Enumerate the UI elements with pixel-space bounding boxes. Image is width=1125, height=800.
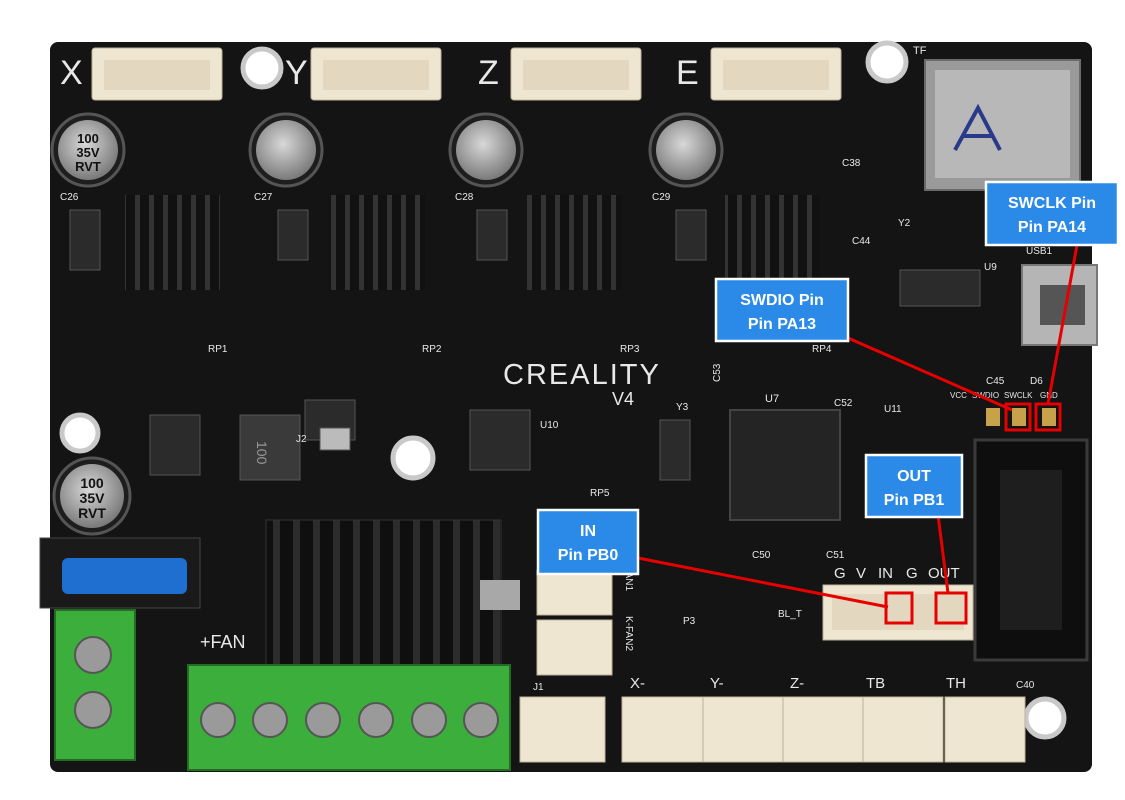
- swdio-arrow: [847, 336, 1013, 412]
- swclk-arrow: [1046, 244, 1079, 405]
- callout-out: OUT Pin PB1: [864, 453, 964, 519]
- ref-c52: C52: [834, 398, 853, 409]
- conn-label-tb: TB: [866, 675, 885, 692]
- callout-in-line1: IN: [580, 523, 596, 540]
- fan-label-2: K-FAN2: [623, 616, 634, 651]
- ref-c26: C26: [60, 192, 79, 203]
- brand-logo: CREALITY: [503, 359, 661, 391]
- conn-label-y: Y-: [710, 675, 724, 692]
- bl-pin-out: OUT: [928, 565, 960, 582]
- mosfet-heatsink: [265, 519, 502, 671]
- cap-text-6: RVT: [78, 505, 106, 521]
- chip-label-u7: U7: [765, 393, 779, 405]
- output-terminals: [187, 664, 511, 771]
- axis-label-y: Y: [285, 54, 308, 92]
- fuse: [39, 537, 201, 609]
- rp-label-3: RP3: [620, 344, 640, 355]
- chip-label-y3: Y3: [676, 402, 689, 413]
- usb-label: USB1: [1026, 246, 1053, 257]
- fan-connectors: [536, 569, 613, 676]
- swdio-pin-highlight: [1004, 402, 1032, 432]
- conn-label-x: X-: [630, 675, 645, 692]
- callout-in-line2: Pin PB0: [558, 547, 619, 564]
- capacitors: [50, 112, 724, 536]
- callout-swclk-line1: SWCLK Pin: [1008, 195, 1096, 212]
- mosfet-tab: [480, 580, 520, 610]
- ref-c45: C45: [986, 376, 1005, 387]
- ref-c51: C51: [826, 550, 845, 561]
- cap-text-5: 35V: [80, 490, 106, 506]
- chip-label-u9: U9: [984, 262, 997, 273]
- rp-label-2: RP2: [422, 344, 442, 355]
- rp-label-4: RP4: [812, 344, 832, 355]
- axis-label-x: X: [60, 54, 83, 92]
- bl-pin-v: V: [856, 565, 866, 582]
- ref-c27: C27: [254, 192, 273, 203]
- mcu-chip: [729, 409, 841, 521]
- chip-label-y2: Y2: [898, 218, 911, 229]
- cap-text-2: 35V: [76, 145, 99, 160]
- callout-swdio-line1: SWDIO Pin: [740, 292, 824, 309]
- inductor-text: 100: [254, 441, 270, 465]
- rp-label-1: RP1: [208, 344, 228, 355]
- callout-swclk: SWCLK Pin Pin PA14: [984, 180, 1120, 247]
- out-pin-highlight: [934, 591, 968, 625]
- chip-label-d6: D6: [1030, 376, 1043, 387]
- callout-swdio-line2: Pin PA13: [748, 316, 816, 333]
- swd-label-vcc: VCC: [950, 391, 967, 400]
- mounting-holes: [59, 40, 1067, 740]
- driver-heatsinks: [125, 195, 820, 290]
- ref-c40: C40: [1016, 680, 1035, 691]
- swd-label-swclk: SWCLK: [1004, 391, 1033, 400]
- board-version: V4: [612, 389, 634, 409]
- ref-c53: C53: [712, 363, 723, 382]
- callout-swclk-line2: Pin PA14: [1018, 219, 1086, 236]
- axis-label-z: Z: [478, 54, 499, 92]
- ref-c50: C50: [752, 550, 771, 561]
- sd-slot-label: TF: [913, 45, 927, 57]
- callout-out-line1: OUT: [897, 468, 931, 485]
- callout-out-line2: Pin PB1: [884, 492, 945, 509]
- ref-c38: C38: [842, 158, 861, 169]
- power-terminal: [54, 609, 136, 761]
- axis-label-e: E: [676, 54, 699, 92]
- bottom-connectors: [519, 696, 1026, 763]
- conn-label-z: Z-: [790, 675, 804, 692]
- chip-label-p3: P3: [683, 616, 696, 627]
- ref-c28: C28: [455, 192, 474, 203]
- cap-text-4: 100: [80, 475, 104, 491]
- bl-pin-g2: G: [906, 565, 918, 582]
- box-header: [973, 438, 1089, 662]
- bl-pin-g1: G: [834, 565, 846, 582]
- swd-label-swdio: SWDIO: [972, 391, 999, 400]
- chip-label-j1: J1: [533, 682, 544, 693]
- out-arrow: [936, 514, 950, 594]
- bl-header-label: BL_T: [778, 609, 802, 620]
- power-label: +FAN: [200, 632, 246, 652]
- bl-pin-in: IN: [878, 565, 893, 582]
- ref-c29: C29: [652, 192, 671, 203]
- chip-label-u10: U10: [540, 420, 559, 431]
- in-arrow: [637, 556, 889, 609]
- chip-label-j2: J2: [296, 434, 307, 445]
- cap-text-3: RVT: [75, 159, 101, 174]
- cap-text-1: 100: [77, 131, 99, 146]
- chip-label-u11: U11: [884, 404, 902, 415]
- stepper-connectors: [91, 47, 842, 101]
- callout-in: IN Pin PB0: [536, 508, 640, 576]
- conn-label-th: TH: [946, 675, 966, 692]
- rp-label-5: RP5: [590, 488, 610, 499]
- callout-swdio: SWDIO Pin Pin PA13: [714, 277, 850, 343]
- ref-c44: C44: [852, 236, 871, 247]
- swd-pins: [986, 408, 1056, 426]
- sd-card-slot: [924, 59, 1081, 191]
- fan-label-1: FAN1: [623, 566, 634, 591]
- small-components: [69, 209, 981, 481]
